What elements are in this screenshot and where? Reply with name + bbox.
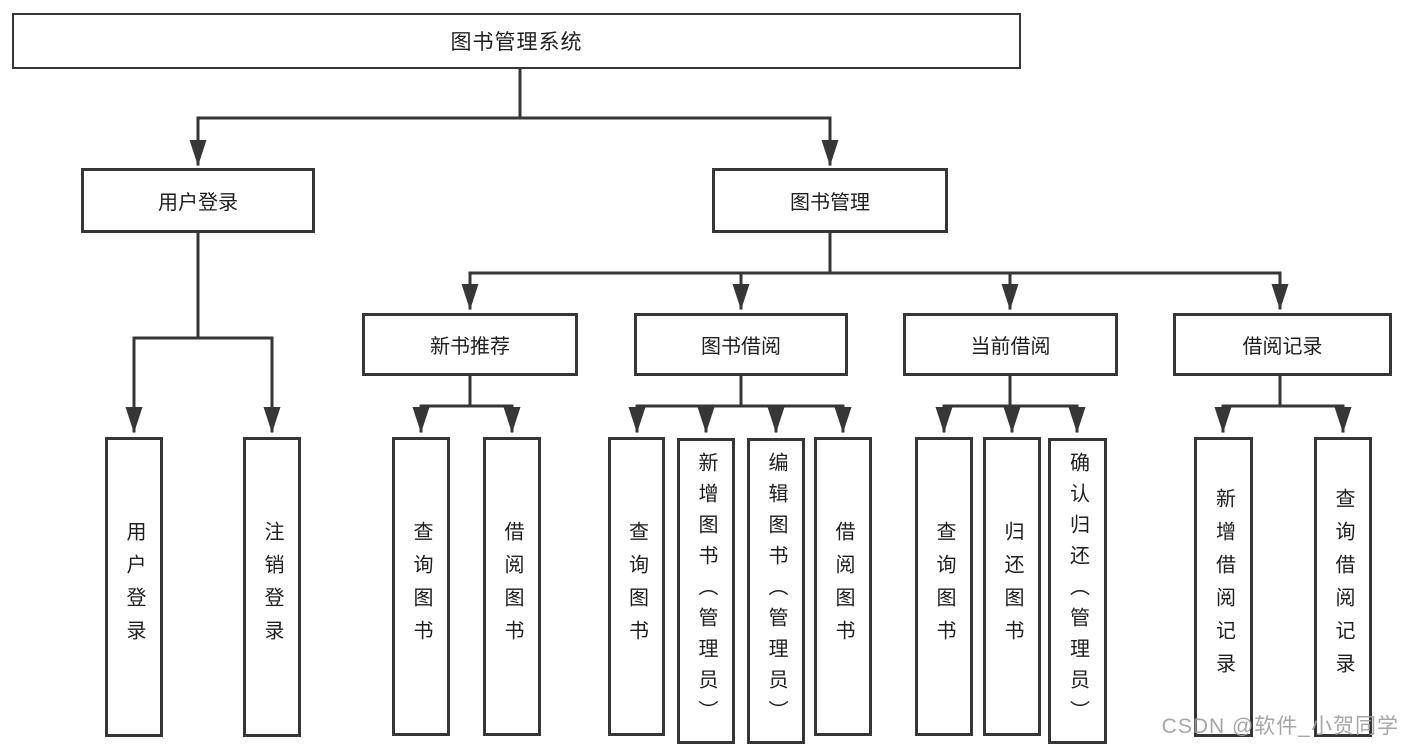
node-user-login: 用户登录 xyxy=(81,168,315,233)
leaf-cb-query-books: 查询图书 xyxy=(915,437,973,736)
node-root-library-management-system: 图书管理系统 xyxy=(12,13,1021,69)
leaf-nb-query-books: 查询图书 xyxy=(392,437,450,736)
csdn-watermark: CSDN @软件_小贺同学 xyxy=(1161,715,1399,738)
leaf-user-login: 用户登录 xyxy=(105,437,163,737)
leaf-rec-add-borrow-record: 新增借阅记录 xyxy=(1194,437,1253,737)
leaf-bb-query-books: 查询图书 xyxy=(608,437,665,736)
node-book-management: 图书管理 xyxy=(712,168,948,233)
leaf-bb-edit-books-admin: 编辑图书（管理员） xyxy=(747,438,805,744)
node-borrow-records: 借阅记录 xyxy=(1173,313,1392,376)
node-new-book-recommendation: 新书推荐 xyxy=(362,313,578,376)
leaf-cb-return-books: 归还图书 xyxy=(983,437,1041,736)
leaf-bb-add-books-admin: 新增图书（管理员） xyxy=(677,438,735,744)
leaf-logout-login: 注销登录 xyxy=(243,437,301,737)
node-book-borrowing: 图书借阅 xyxy=(634,313,848,376)
leaf-nb-borrow-books: 借阅图书 xyxy=(483,437,541,736)
leaf-rec-query-borrow-record: 查询借阅记录 xyxy=(1314,437,1372,737)
node-current-borrowing: 当前借阅 xyxy=(903,313,1118,376)
leaf-cb-confirm-return-admin: 确认归还（管理员） xyxy=(1048,438,1107,744)
leaf-bb-borrow-books: 借阅图书 xyxy=(814,437,872,736)
